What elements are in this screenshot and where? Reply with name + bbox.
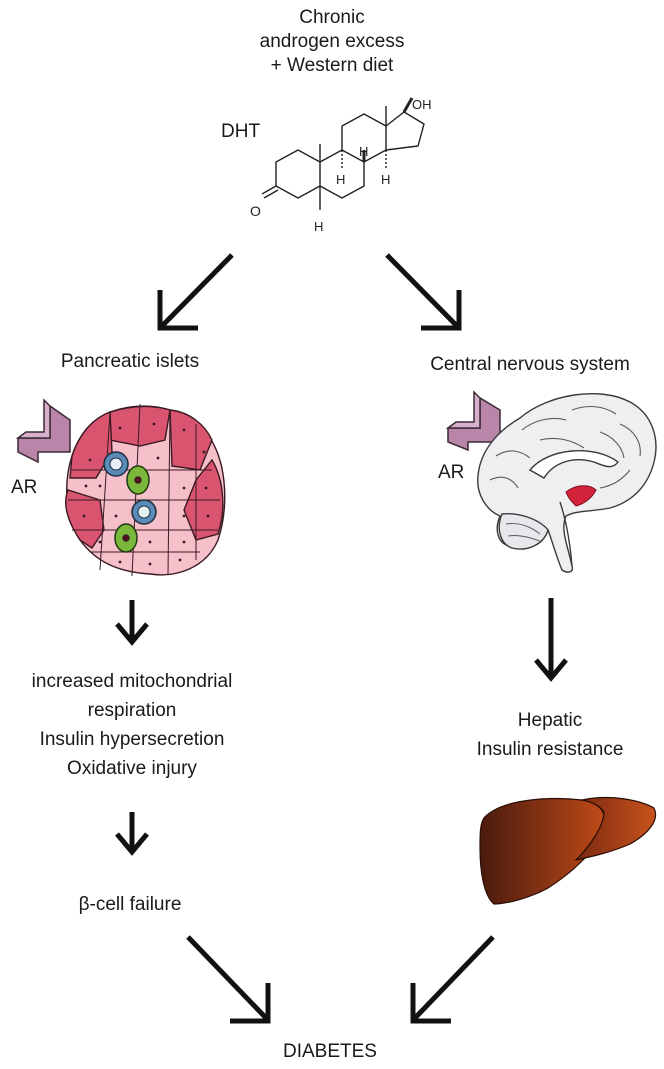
arrow-islets-to-effects — [115, 600, 149, 646]
top-label-line1: Chronic — [299, 7, 365, 28]
pancreatic-islets-title: Pancreatic islets — [60, 351, 200, 372]
islet-effect-1: increased mitochondrial — [31, 671, 233, 692]
ar-receptor-left — [15, 398, 71, 464]
hepatic-line1: Hepatic — [517, 710, 583, 731]
islet-effects: increased mitochondrial respiration Insu… — [0, 667, 264, 783]
arrow-failure-to-diabetes — [186, 935, 271, 1024]
dht-h-4: H — [381, 172, 390, 187]
arrow-liver-to-diabetes — [410, 935, 495, 1024]
ring-b — [319, 149, 365, 199]
islet-effect-4: Oxidative injury — [67, 758, 197, 779]
dht-h-3: H — [359, 144, 368, 159]
corpus-callosum — [528, 450, 619, 479]
beta-cell-failure: β-cell failure — [78, 894, 182, 915]
islet-effect-3: Insulin hypersecretion — [39, 729, 225, 750]
arrow-dht-to-cns — [385, 253, 462, 331]
cns-title: Central nervous system — [430, 354, 630, 375]
dht-o: O — [250, 203, 261, 219]
liver-left-lobe — [574, 797, 657, 862]
dht-label: DHT — [221, 121, 261, 142]
dht-oh: OH — [412, 97, 432, 112]
brain-illustration — [477, 393, 657, 573]
liver-right-lobe — [479, 798, 606, 905]
dht-molecule — [261, 97, 425, 210]
arrow-dht-to-islets — [157, 253, 234, 331]
pancreatic-islet — [65, 403, 226, 577]
hypothalamus — [565, 485, 597, 507]
top-label-line2: androgen excess — [259, 31, 405, 52]
alpha-cell-1 — [126, 465, 150, 495]
arrows — [115, 253, 568, 1024]
beta-cell-1 — [103, 451, 129, 477]
ring-a — [275, 149, 321, 199]
dht-h-1: H — [314, 219, 323, 234]
beta-cell-2 — [131, 499, 157, 525]
arrow-cns-to-liver — [534, 598, 568, 682]
ar-label-left: AR — [11, 477, 38, 498]
diabetes-outcome: DIABETES — [283, 1041, 377, 1062]
top-label-line3: + Western diet — [270, 55, 394, 76]
cerebellum — [498, 513, 549, 550]
hepatic-insulin-resistance: Hepatic Insulin resistance — [440, 706, 660, 764]
ring-d — [385, 111, 425, 151]
brainstem — [559, 501, 573, 567]
brain-outline — [477, 393, 657, 573]
ring-c — [341, 113, 387, 163]
dht-h-2: H — [336, 172, 345, 187]
ar-label-right: AR — [438, 462, 465, 483]
islet-effect-2: respiration — [87, 700, 177, 721]
arrow-effects-to-failure — [115, 812, 149, 856]
hepatic-line2: Insulin resistance — [476, 739, 624, 760]
liver-illustration — [479, 797, 657, 905]
top-label: Chronic androgen excess + Western diet — [232, 6, 432, 78]
alpha-cell-2 — [114, 523, 138, 553]
